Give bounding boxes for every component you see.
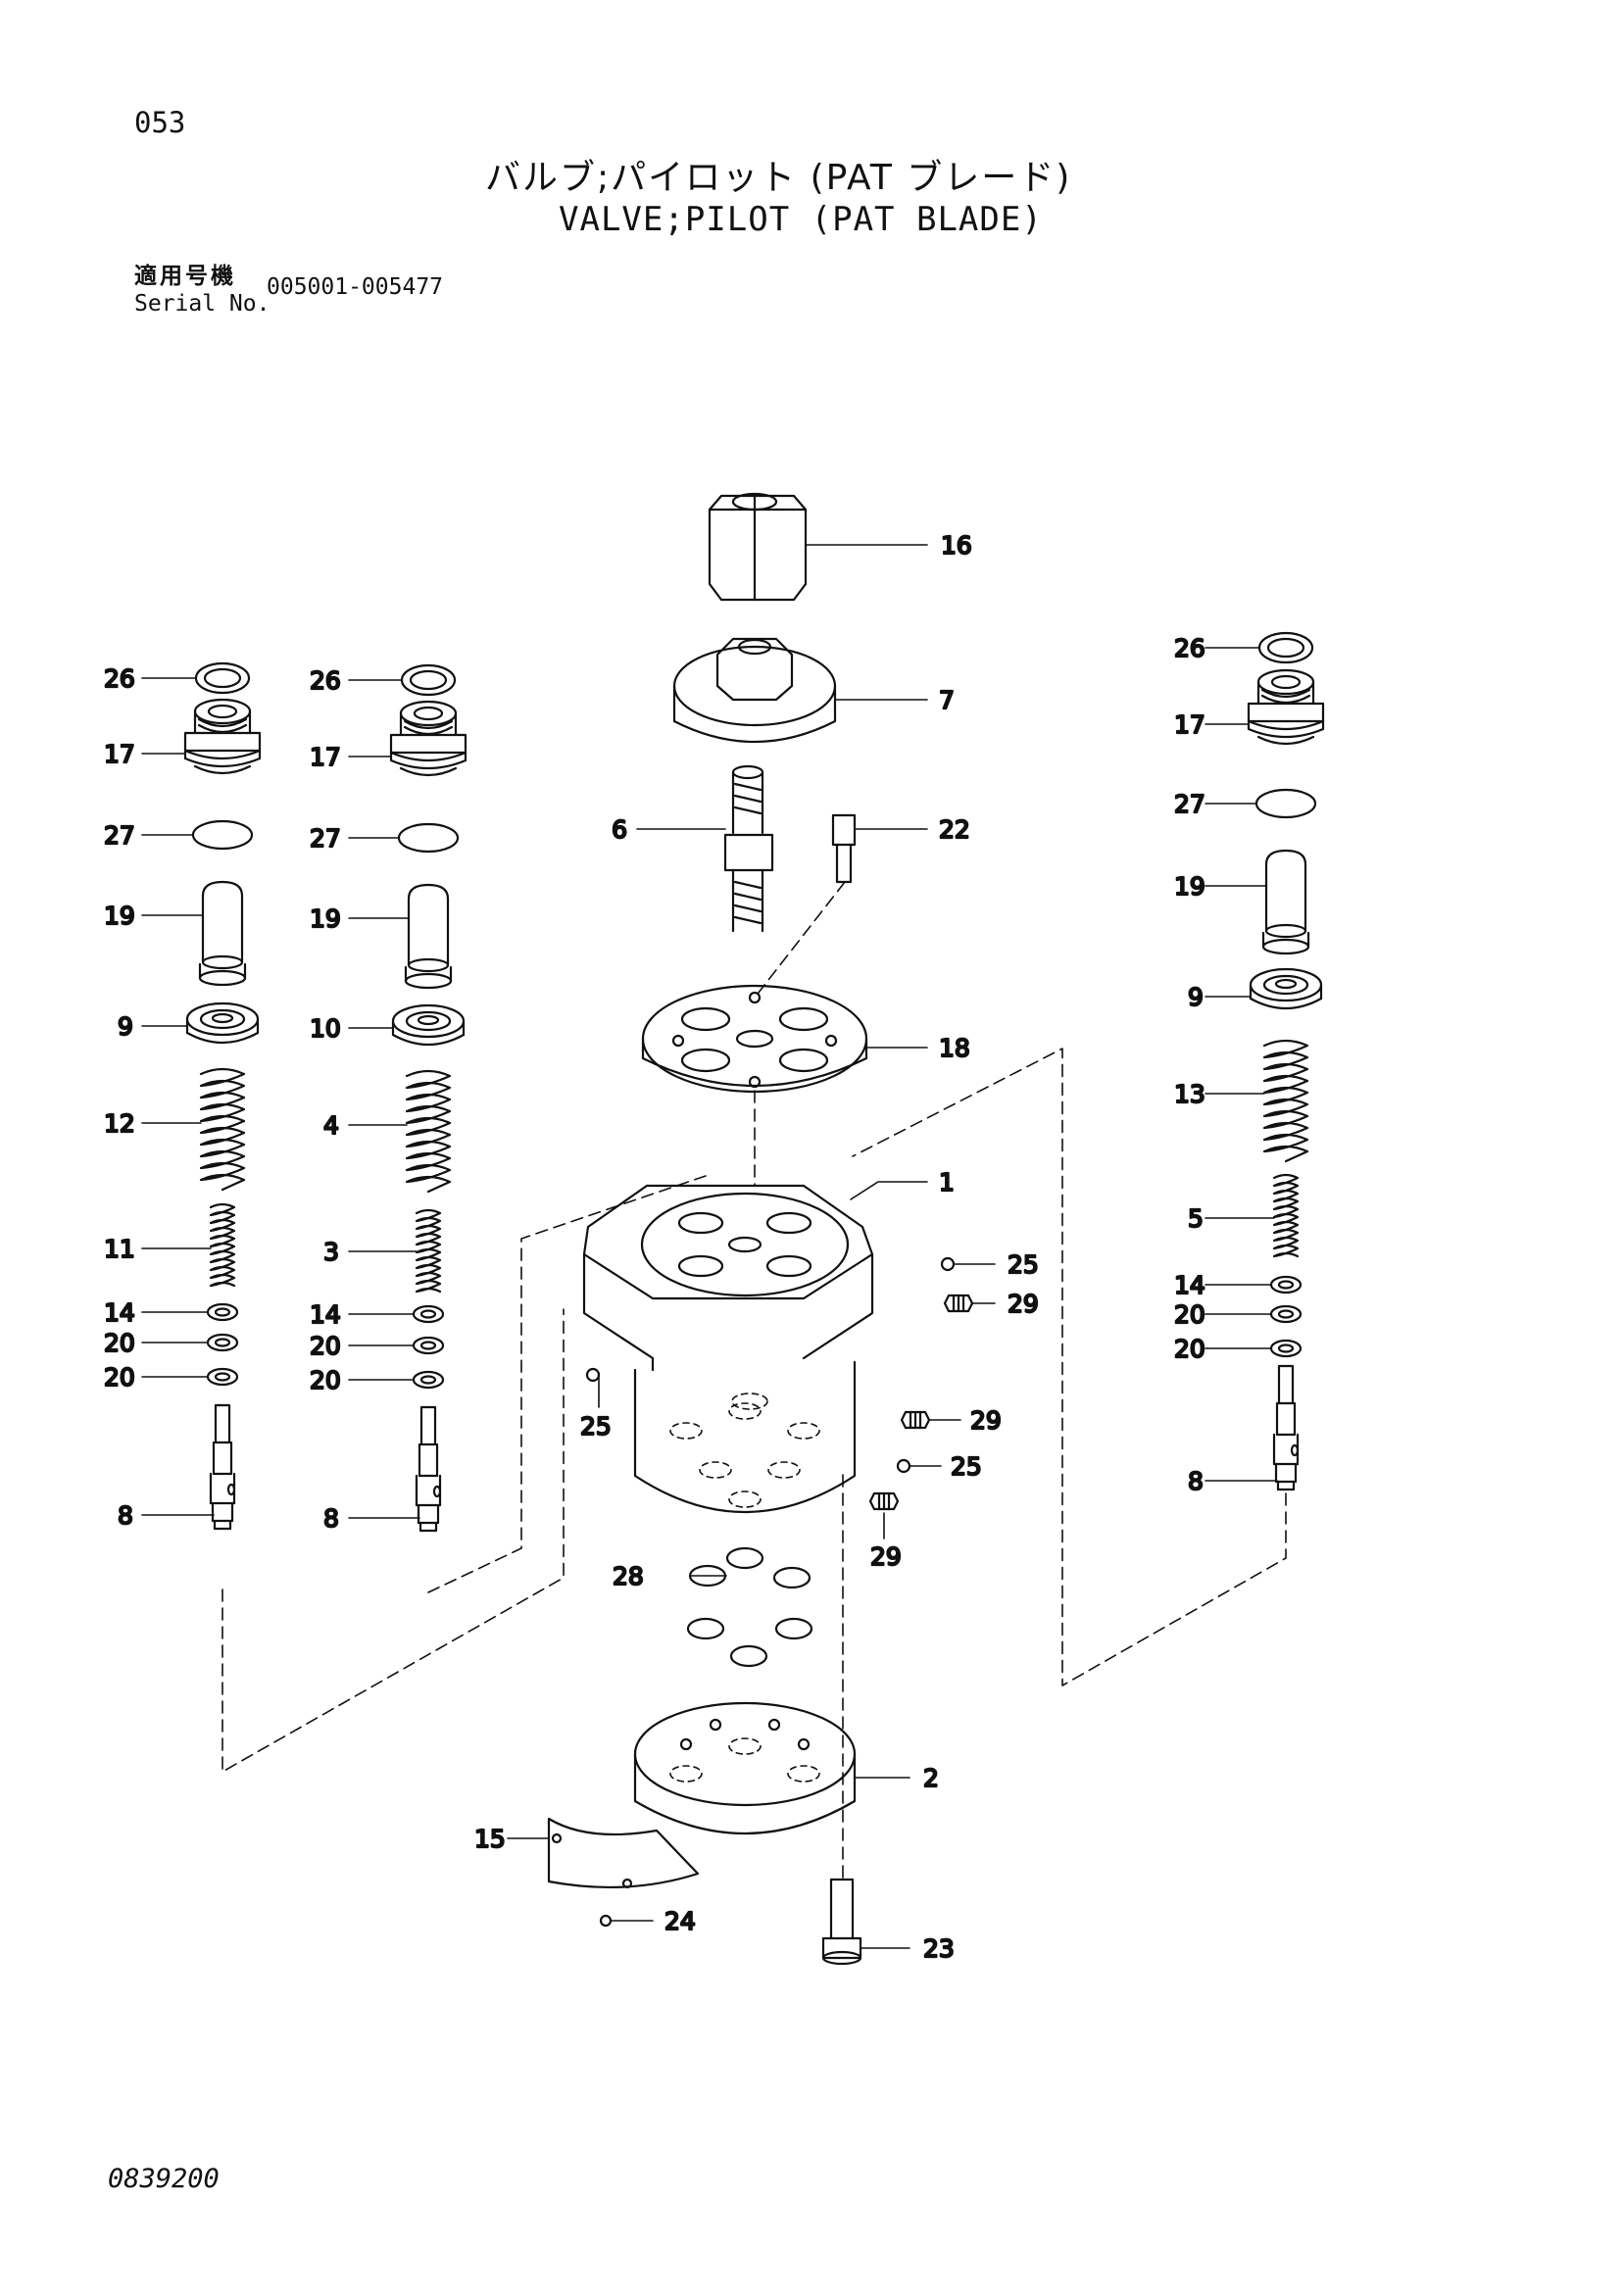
page-number: 053 xyxy=(134,106,186,139)
callout-20: 20 xyxy=(104,1329,135,1357)
callout-7: 7 xyxy=(939,686,955,714)
assembly-dashed-lines xyxy=(221,881,1287,1879)
callout-20: 20 xyxy=(310,1332,341,1360)
callout-17: 17 xyxy=(104,740,135,768)
callout-14: 14 xyxy=(1174,1271,1205,1299)
callout-5: 5 xyxy=(1188,1204,1204,1233)
middle-spool-assembly xyxy=(348,663,467,1533)
callout-13: 13 xyxy=(1174,1080,1205,1108)
left-spool-assembly xyxy=(141,661,262,1531)
callout-3: 3 xyxy=(323,1238,339,1266)
callout-9: 9 xyxy=(118,1012,133,1041)
callout-2: 2 xyxy=(923,1764,939,1792)
callout-12: 12 xyxy=(104,1109,135,1138)
callout-9: 9 xyxy=(1188,983,1204,1011)
callout-25: 25 xyxy=(951,1452,982,1481)
callout-20: 20 xyxy=(1174,1335,1205,1363)
center-callout-labels: 16 7 6 22 18 1 25 29 25 29 25 29 28 2 15… xyxy=(473,530,1040,1964)
callout-14: 14 xyxy=(310,1300,341,1329)
screw-22-part xyxy=(831,813,857,884)
page-title-japanese: バルブ;パイロット (PAT ブレード) xyxy=(485,158,1072,198)
callout-26: 26 xyxy=(104,664,135,693)
center-leader-lines xyxy=(507,544,996,1949)
middle-callout-labels: 26 17 27 19 10 4 3 14 20 20 8 xyxy=(309,665,342,1534)
right-callout-labels: 26 17 27 19 9 13 5 14 20 20 8 xyxy=(1173,633,1206,1496)
plate-18-part xyxy=(641,984,868,1094)
base-plate-2-part xyxy=(633,1701,857,1835)
callout-25: 25 xyxy=(580,1412,612,1441)
callout-20: 20 xyxy=(1174,1300,1205,1329)
callout-19: 19 xyxy=(104,902,135,930)
callout-8: 8 xyxy=(323,1504,339,1533)
callout-26: 26 xyxy=(310,666,341,695)
callout-11: 11 xyxy=(104,1235,135,1263)
callout-17: 17 xyxy=(310,743,341,771)
callout-19: 19 xyxy=(310,904,341,933)
callout-27: 27 xyxy=(1174,790,1205,818)
callout-27: 27 xyxy=(104,821,135,850)
serial-label-japanese: 適用号機 xyxy=(134,264,236,289)
joint-part xyxy=(723,764,774,933)
callout-24: 24 xyxy=(664,1907,696,1935)
callout-23: 23 xyxy=(923,1934,955,1963)
callout-29: 29 xyxy=(1008,1290,1039,1318)
hex-nut-part xyxy=(708,492,808,602)
o-rings-28 xyxy=(686,1546,813,1668)
callout-10: 10 xyxy=(310,1014,341,1043)
callout-8: 8 xyxy=(118,1501,133,1530)
callout-29: 29 xyxy=(870,1542,902,1571)
name-plate-15-part xyxy=(547,1817,700,1928)
callout-4: 4 xyxy=(323,1111,339,1140)
screw-23-part xyxy=(821,1878,862,1966)
right-spool-assembly xyxy=(1205,631,1325,1491)
page-title-english: VALVE;PILOT (PAT BLADE) xyxy=(559,200,1043,239)
callout-15: 15 xyxy=(474,1825,506,1853)
serial-range: 005001-005477 xyxy=(267,274,444,300)
callout-18: 18 xyxy=(939,1034,970,1062)
callout-20: 20 xyxy=(310,1366,341,1394)
callout-1: 1 xyxy=(939,1168,955,1197)
callout-29: 29 xyxy=(970,1406,1002,1435)
callout-26: 26 xyxy=(1174,634,1205,662)
document-number: 0839200 xyxy=(108,2164,220,2194)
cam-plate-part xyxy=(672,637,837,744)
callout-25: 25 xyxy=(1008,1250,1039,1279)
callout-19: 19 xyxy=(1174,872,1205,901)
serial-label-english: Serial No. xyxy=(134,291,270,317)
left-callout-labels: 26 17 27 19 9 12 11 14 20 20 8 xyxy=(103,663,136,1531)
callout-28: 28 xyxy=(613,1562,644,1590)
plugs-and-balls xyxy=(585,1256,974,1511)
callout-8: 8 xyxy=(1188,1467,1204,1495)
callout-17: 17 xyxy=(1174,710,1205,739)
callout-27: 27 xyxy=(310,824,341,853)
callout-16: 16 xyxy=(941,531,972,560)
callout-14: 14 xyxy=(104,1298,135,1327)
callout-22: 22 xyxy=(939,815,970,844)
callout-20: 20 xyxy=(104,1363,135,1392)
callout-6: 6 xyxy=(612,815,627,844)
valve-body-part xyxy=(582,1184,874,1514)
